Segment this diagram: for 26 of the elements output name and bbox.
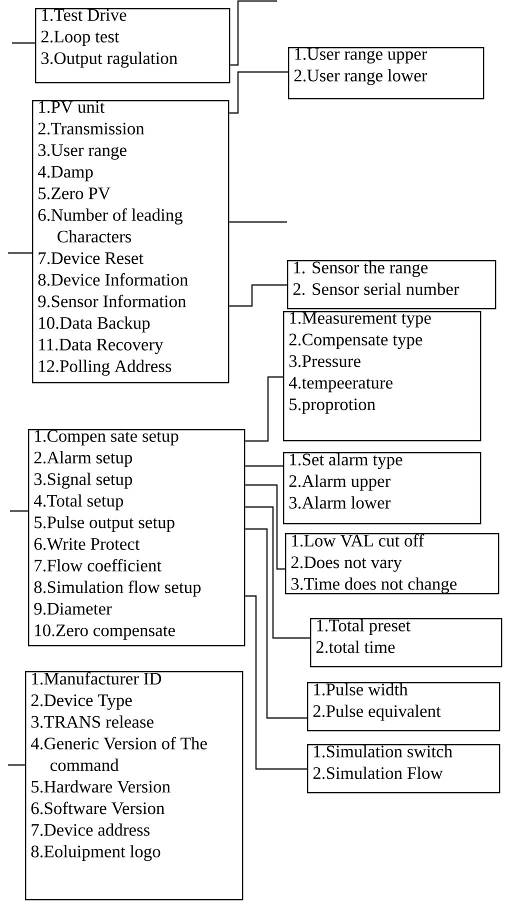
menu-box: 1.Test Drive 2.Loop test 3.Output ragulation bbox=[35, 8, 230, 84]
menu-box: 1.Pulse width 2.Pulse equivalent bbox=[307, 682, 500, 732]
connector-line bbox=[8, 252, 32, 254]
connector-line bbox=[245, 528, 307, 719]
connector-line bbox=[245, 506, 310, 639]
connector-line bbox=[245, 465, 283, 467]
menu-box: 1.Set alarm type 2.Alarm upper 3.Alarm lower bbox=[283, 452, 482, 524]
menu-box: 1.Simulation switch 2.Simulation Flow bbox=[307, 744, 500, 794]
connector-line bbox=[245, 595, 307, 770]
connector-line bbox=[10, 510, 28, 512]
connector-line bbox=[8, 764, 25, 766]
menu-box: 1.Manufacturer ID 2.Device Type 3.TRANS release 4.Generic Version of The command 5.Hardware Version 6.Software Version 7.Device address 8.Eoluipment logo bbox=[25, 671, 244, 900]
menu-box: 1.Compen sate setup 2.Alarm setup 3.Signal setup 4.Total setup 5.Pulse output setup 6.Write Protect 7.Flow coefficient 8.Simulation flow setup 9.Diameter 10.Zero compensate bbox=[28, 429, 246, 646]
menu-box: 1.PV unit 2.Transmission 3.User range 4.Damp 5.Zero PV 6.Number of leading Characters 7.Device Reset 8.Device Information 9.Sensor Information 10.Data Backup 11.Data Recovery 12.Polling Address bbox=[32, 100, 230, 384]
connector-line bbox=[245, 376, 283, 442]
connector-line bbox=[229, 221, 287, 223]
menu-box: 1.Low VAL cut off 2.Does not vary 3.Time does not change bbox=[285, 533, 500, 594]
connector-line bbox=[229, 71, 288, 114]
connector-line bbox=[230, 0, 277, 66]
menu-box: 1.User range upper 2.User range lower bbox=[288, 47, 484, 100]
menu-box: 1. Sensor the range 2. Sensor serial number bbox=[287, 260, 496, 310]
menu-box: 1.Total preset 2.total time bbox=[310, 618, 502, 668]
connector-line bbox=[245, 484, 285, 570]
connector-line bbox=[229, 284, 287, 307]
menu-box: 1.Measurement type 2.Compensate type 3.Pressure 4.tempeerature 5.proprotion bbox=[283, 311, 482, 442]
connector-line bbox=[12, 42, 35, 44]
